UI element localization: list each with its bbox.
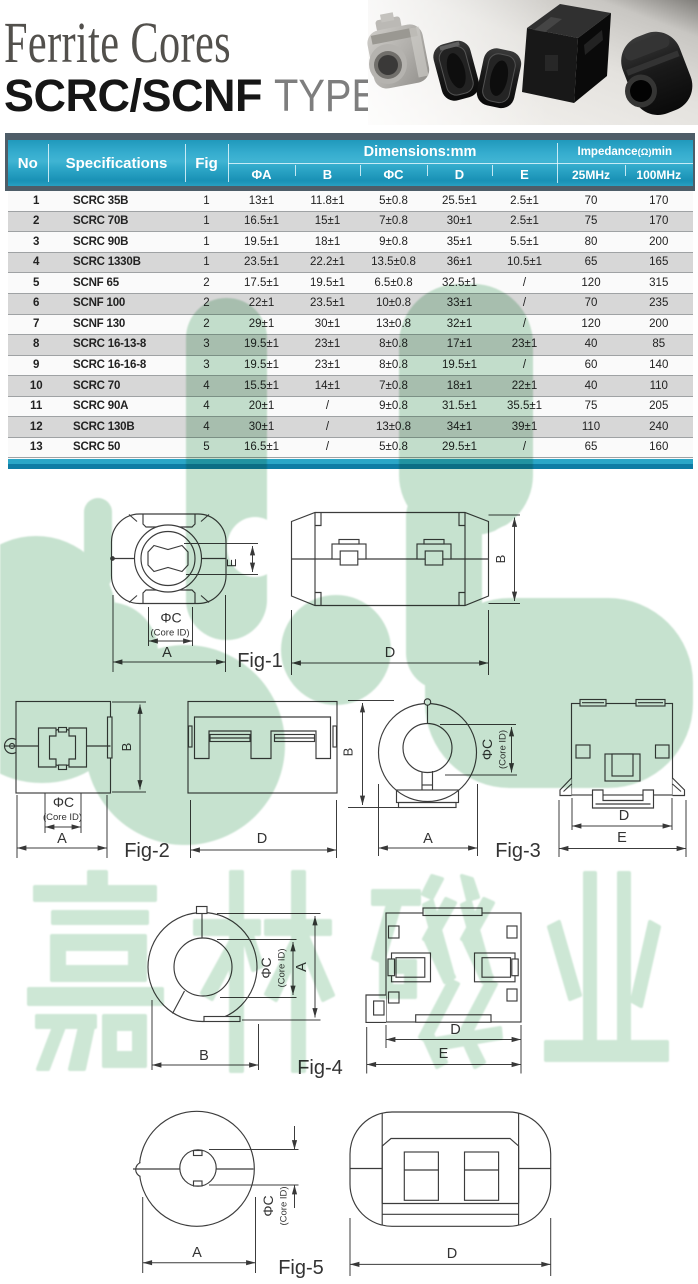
svg-text:B: B	[493, 555, 508, 564]
svg-text:ΦC: ΦC	[258, 957, 274, 978]
svg-text:(Core ID): (Core ID)	[498, 730, 509, 769]
svg-text:D: D	[450, 1022, 460, 1038]
svg-text:A: A	[57, 831, 67, 847]
svg-text:A: A	[294, 962, 310, 972]
svg-text:Fig-5: Fig-5	[278, 1257, 324, 1279]
svg-text:(Core ID): (Core ID)	[279, 1186, 290, 1225]
svg-text:B: B	[119, 743, 134, 752]
svg-text:D: D	[257, 831, 267, 847]
svg-text:(Core ID): (Core ID)	[150, 628, 189, 639]
svg-text:B: B	[341, 748, 356, 757]
svg-text:Fig-2: Fig-2	[124, 840, 170, 862]
svg-text:E: E	[224, 558, 239, 567]
svg-text:ΦC: ΦC	[260, 1195, 276, 1216]
svg-text:B: B	[199, 1048, 209, 1064]
svg-text:D: D	[619, 808, 629, 824]
svg-text:A: A	[162, 645, 172, 661]
svg-text:E: E	[439, 1046, 449, 1062]
svg-text:(Core ID): (Core ID)	[277, 948, 288, 987]
svg-text:E: E	[617, 830, 627, 846]
svg-text:Fig-3: Fig-3	[495, 840, 541, 862]
svg-text:ΦC: ΦC	[160, 610, 181, 626]
svg-text:ΦC: ΦC	[53, 794, 74, 810]
svg-text:Fig-1: Fig-1	[237, 650, 283, 672]
svg-text:ΦC: ΦC	[479, 739, 495, 760]
svg-text:D: D	[385, 645, 395, 661]
svg-text:Fig-4: Fig-4	[297, 1057, 343, 1079]
svg-text:D: D	[447, 1246, 457, 1262]
svg-text:A: A	[192, 1245, 202, 1261]
svg-text:(Core ID): (Core ID)	[43, 812, 82, 823]
svg-text:A: A	[423, 831, 433, 847]
